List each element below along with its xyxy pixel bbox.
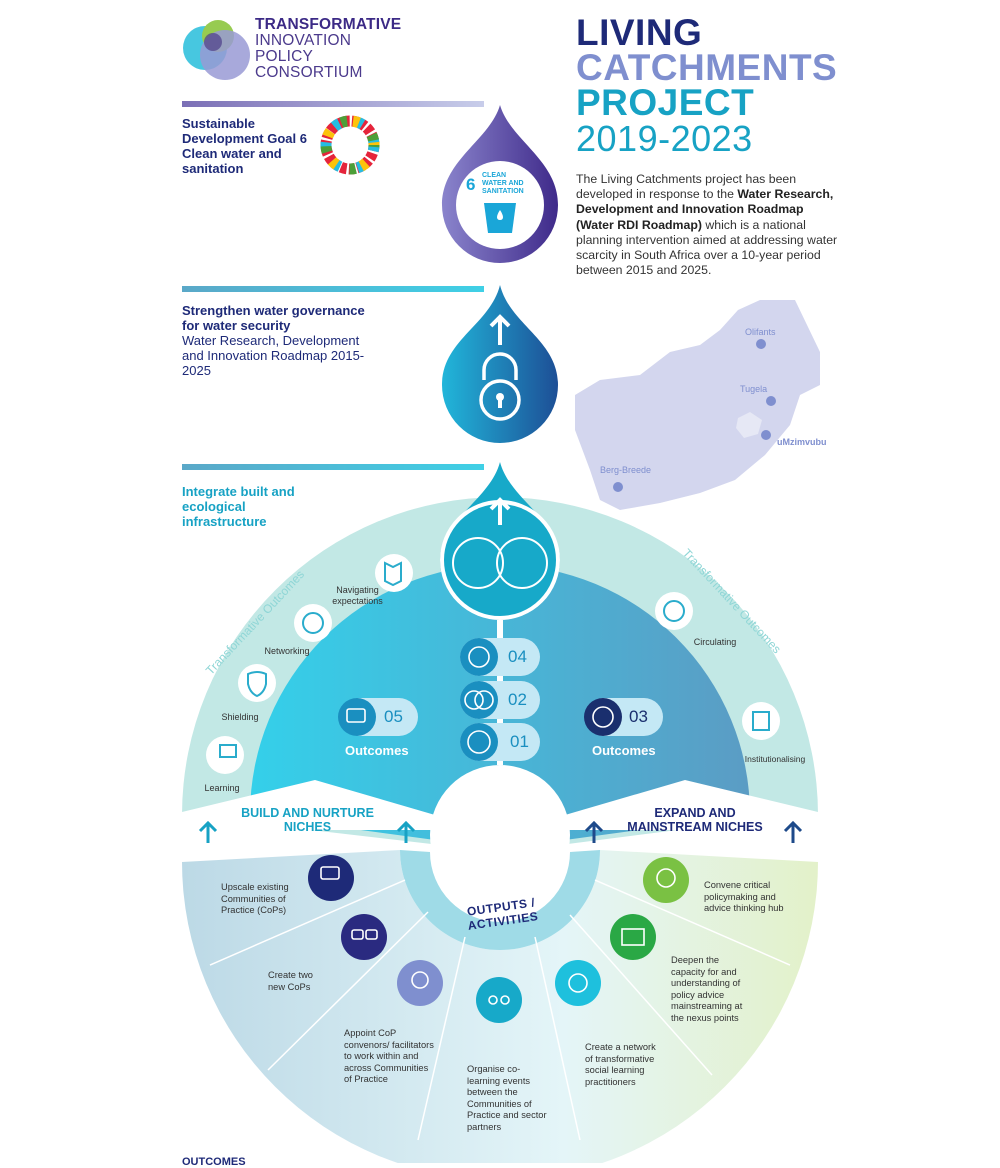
sdg6-drop: 6: [442, 105, 558, 263]
intro-bold: Water Research, Development and Innovati…: [576, 187, 834, 232]
map-label-olifants: Olifants: [745, 327, 776, 337]
expand-mainstream-niches: EXPAND AND MAINSTREAM NICHES: [627, 806, 763, 834]
sdg-heading: Sustainable Development Goal 6 Clean wat…: [182, 116, 307, 176]
lightbulb-gear-icon: [656, 868, 676, 888]
outcome-number-04: 04: [508, 647, 527, 666]
cycle-arrows-icon: [663, 600, 685, 622]
lightbulb-head-icon: [411, 971, 429, 989]
logo-line: POLICY: [255, 48, 314, 65]
gear-globe-icon: [592, 706, 614, 728]
divider: [182, 286, 484, 292]
governance-heading: Strengthen water governance for water se…: [182, 303, 365, 333]
intro-paragraph: The Living Catchments project has been d…: [576, 172, 841, 278]
outcome-number-05: 05: [384, 707, 403, 726]
speech-bubble-icon: [320, 866, 340, 880]
arrow-up-icon: [198, 820, 218, 843]
arrow-up-icon: [489, 314, 511, 345]
outcome-number-01: 01: [510, 732, 529, 751]
activity-item: Convene critical policymaking and advice…: [704, 880, 784, 913]
title-years: 2019-2023: [576, 118, 753, 159]
intro-text: which is a national planning interventio…: [576, 217, 838, 278]
intro-text: The Living Catchments project has been d…: [576, 172, 797, 202]
logo-line: INNOVATION: [255, 32, 352, 49]
tipc-logo: [183, 20, 250, 80]
build-nurture-niches: BUILD AND NURTURE NICHES: [241, 806, 374, 834]
arrow-up-icon: [396, 820, 416, 843]
map-pin-icon: [384, 561, 402, 587]
outcome-learning: Learning: [204, 783, 240, 793]
book-icon: [752, 711, 770, 731]
activity-item: Appoint CoP convenors/ facilitators to w…: [344, 1028, 434, 1084]
outcome-navigating: Navigating expectations: [332, 585, 383, 606]
logo-line: TRANSFORMATIVE: [255, 16, 402, 33]
activity-item: Create a network of transformative socia…: [585, 1042, 656, 1087]
outcome-number-03: 03: [629, 707, 648, 726]
activity-item: Create two new CoPs: [268, 970, 313, 992]
activity-item: Organise co-learning events between the …: [467, 1064, 547, 1132]
map-label-umzimvubu: uMzimvubu: [777, 437, 827, 447]
sdg-wheel-icon: [320, 115, 380, 175]
infrastructure-drop: [440, 462, 560, 620]
sdg-badge-number: 6: [466, 175, 475, 194]
south-africa-map: [575, 300, 820, 510]
arrow-up-icon: [489, 497, 511, 525]
outputs-arc: [182, 850, 818, 1163]
teacher-board-icon: [219, 744, 237, 758]
title-line: LIVING: [576, 12, 703, 53]
shield-icon: [247, 671, 267, 698]
outcome-institutionalising: Institutionalising: [744, 754, 806, 764]
logo-text: TRANSFORMATIVE INNOVATION POLICY CONSORT…: [255, 17, 401, 81]
divider: [182, 464, 484, 470]
governance-sub: Water Research, Development and Innovati…: [182, 333, 365, 378]
divider: [182, 101, 484, 107]
arrow-up-icon: [584, 820, 604, 843]
handshake-icon: [468, 646, 490, 668]
outcome-shielding: Shielding: [221, 712, 259, 722]
outcome-networking: Networking: [264, 646, 310, 656]
outcome-pills: [338, 638, 663, 761]
flowchart-icon: [621, 928, 645, 946]
arrow-up-icon: [783, 820, 803, 843]
padlock-icon: [479, 352, 521, 421]
title-line: CATCHMENTS: [576, 47, 838, 88]
outcome-number-02: 02: [508, 690, 527, 709]
footer-outcomes-label: OUTCOMES: [182, 1156, 246, 1168]
logo-line: CONSORTIUM: [255, 64, 363, 81]
speech-bubbles-icon: [351, 929, 364, 940]
venn-icon: [464, 690, 484, 710]
map-label-tugela: Tugela: [740, 384, 768, 394]
gear-circuit-icon: [568, 973, 588, 993]
title-line: PROJECT: [576, 82, 755, 123]
activity-item: Upscale existing Communities of Practice…: [221, 882, 289, 915]
map-label-berg-breede: Berg-Breede: [600, 465, 652, 475]
outcome-circulating: Circulating: [693, 637, 737, 647]
page-title: LIVING CATCHMENTS PROJECT 2019-2023: [576, 12, 838, 159]
chat-icon: [346, 708, 366, 723]
outcomes-label-left: Outcomes: [345, 743, 409, 758]
integrate-heading: Integrate built and ecological infrastru…: [182, 484, 295, 529]
water-security-drop: [442, 285, 558, 443]
group-icon: [488, 995, 498, 1005]
sdg-badge-text: CLEAN WATER AND SANITATION: [482, 172, 524, 195]
globe-network-icon: [302, 612, 324, 634]
globe-person-icon: [467, 730, 491, 754]
outcomes-label-right: Outcomes: [592, 743, 656, 758]
activity-item: Deepen the capacity for and understandin…: [671, 955, 743, 1023]
